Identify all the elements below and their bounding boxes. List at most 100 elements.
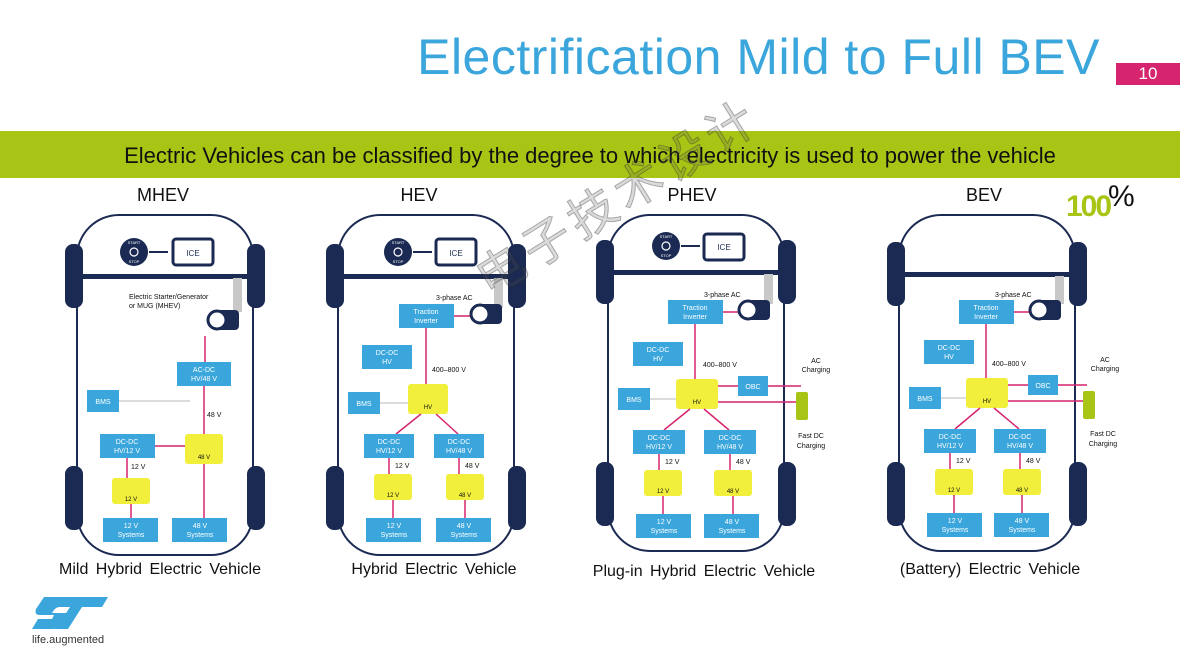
battery-hv-icon	[676, 379, 718, 409]
svg-text:Systems: Systems	[942, 527, 969, 534]
systems-48v-box	[436, 518, 491, 542]
svg-text:48 V: 48 V	[736, 459, 751, 466]
dc-dc-hv-box	[362, 345, 412, 369]
car-outline	[337, 214, 515, 556]
svg-text:48 V: 48 V	[198, 455, 210, 461]
subtitle-banner: Electric Vehicles can be classified by t…	[0, 131, 1180, 178]
wheel-icon	[596, 462, 614, 526]
battery-48v-icon	[714, 470, 752, 496]
battery-48v-icon	[446, 474, 484, 500]
car-outline	[607, 214, 785, 552]
svg-text:HV/12 V: HV/12 V	[646, 444, 672, 451]
dc-dc-hv-box	[633, 342, 683, 366]
wheel-icon	[326, 466, 344, 530]
svg-text:Inverter: Inverter	[414, 318, 438, 325]
svg-text:DC-DC: DC-DC	[378, 439, 401, 446]
fast-dc-charger-icon	[1083, 391, 1095, 419]
dc-dc-box	[100, 434, 155, 458]
svg-text:BMS: BMS	[356, 401, 372, 408]
axle	[344, 274, 508, 279]
svg-text:STOP: STOP	[129, 259, 140, 264]
svg-text:BMS: BMS	[95, 399, 111, 406]
traction-inverter-box	[668, 300, 723, 324]
wheel-icon	[778, 462, 796, 526]
systems-12v-box	[366, 518, 421, 542]
svg-text:OBC: OBC	[745, 384, 760, 391]
svg-text:HV: HV	[382, 359, 392, 366]
bev-diagram: 3-phase AC Traction Inverter DC-DC HV 40…	[887, 214, 1119, 552]
battery-12v-icon	[935, 469, 973, 495]
start-stop-button-icon	[384, 238, 412, 266]
svg-text:ICE: ICE	[449, 249, 462, 258]
svg-text:400–800 V: 400–800 V	[703, 362, 737, 369]
svg-text:Traction: Traction	[682, 305, 707, 312]
svg-text:48 V: 48 V	[207, 412, 222, 419]
svg-text:DC-DC: DC-DC	[939, 434, 962, 441]
svg-text:Charging: Charging	[1089, 441, 1118, 448]
svg-text:STOP: STOP	[393, 259, 404, 264]
wheel-icon	[887, 242, 905, 306]
battery-12v-icon	[112, 478, 150, 504]
svg-text:48 V: 48 V	[193, 523, 208, 530]
engine-icon	[434, 237, 478, 267]
logo-tagline: life.augmented	[32, 634, 105, 646]
hev-diagram: START STOP ICE 3-phase AC Traction Inver…	[326, 214, 526, 556]
obc-box	[738, 376, 768, 396]
axle	[83, 274, 247, 279]
bms-box	[348, 392, 380, 414]
svg-text:DC-DC: DC-DC	[116, 439, 139, 446]
wheel-icon	[508, 466, 526, 530]
st-logo-icon	[32, 597, 108, 629]
traction-inverter-box	[399, 304, 454, 328]
systems-48v-box	[172, 518, 227, 542]
svg-text:HV: HV	[424, 405, 432, 411]
wheel-icon	[1069, 242, 1087, 306]
vehicle-label-phev: PHEV	[667, 185, 717, 205]
svg-text:OBC: OBC	[1035, 383, 1050, 390]
svg-text:12 V: 12 V	[131, 464, 146, 471]
wheel-icon	[1069, 462, 1087, 526]
bms-box	[909, 387, 941, 409]
dc-dc-48v-box	[704, 430, 756, 454]
battery-48v-icon	[1003, 469, 1041, 495]
svg-text:Systems: Systems	[719, 528, 746, 535]
motor-icon	[1028, 299, 1061, 321]
axle	[614, 270, 778, 275]
wheel-icon	[596, 240, 614, 304]
svg-text:HV/48 V: HV/48 V	[1007, 443, 1033, 450]
svg-text:Charging: Charging	[797, 443, 826, 450]
dc-dc-12v-box	[364, 434, 414, 458]
wheel-icon	[326, 244, 344, 308]
svg-text:DC-DC: DC-DC	[938, 345, 961, 352]
svg-text:Systems: Systems	[651, 528, 678, 535]
svg-text:Systems: Systems	[451, 532, 478, 539]
caption-hev: Hybrid Electric Vehicle	[351, 561, 517, 578]
hundred-value: 100	[1066, 190, 1112, 223]
svg-text:Systems: Systems	[187, 532, 214, 539]
svg-text:Charging: Charging	[1091, 366, 1120, 373]
svg-text:12 V: 12 V	[956, 458, 971, 465]
svg-text:48 V: 48 V	[1016, 488, 1028, 494]
svg-text:3-phase AC: 3-phase AC	[436, 295, 473, 302]
svg-text:DC-DC: DC-DC	[376, 350, 399, 357]
svg-text:or MUG (MHEV): or MUG (MHEV)	[129, 303, 180, 310]
svg-text:Traction: Traction	[413, 309, 438, 316]
svg-text:3-phase AC: 3-phase AC	[704, 292, 741, 299]
svg-text:48 V: 48 V	[1015, 518, 1030, 525]
svg-text:HV/12 V: HV/12 V	[937, 443, 963, 450]
caption-mhev: Mild Hybrid Electric Vehicle	[59, 561, 261, 578]
car-outline	[76, 214, 254, 556]
svg-text:DC-DC: DC-DC	[1009, 434, 1032, 441]
svg-text:Systems: Systems	[118, 532, 145, 539]
wheel-icon	[247, 466, 265, 530]
svg-text:DC-DC: DC-DC	[647, 347, 670, 354]
dc-dc-hv-box	[924, 340, 974, 364]
svg-text:AC-DC: AC-DC	[193, 367, 215, 374]
ac-dc-box	[177, 362, 231, 386]
svg-text:400–800 V: 400–800 V	[992, 361, 1026, 368]
svg-text:Electric Starter/Generator: Electric Starter/Generator	[129, 294, 209, 301]
caption-phev: Plug-in Hybrid Electric Vehicle	[592, 563, 816, 580]
systems-48v-box	[704, 514, 759, 538]
svg-text:Systems: Systems	[381, 532, 408, 539]
svg-text:Systems: Systems	[1009, 527, 1036, 534]
